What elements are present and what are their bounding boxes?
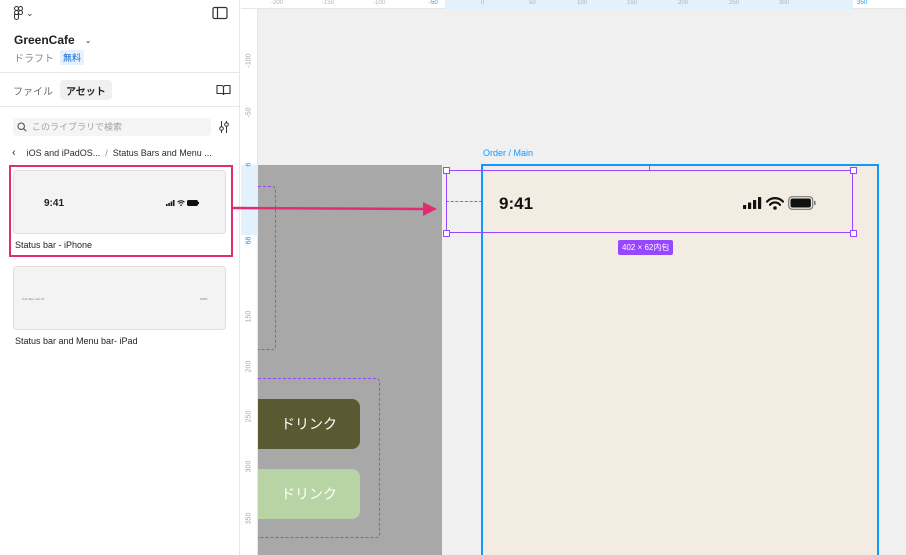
battery-icon (187, 200, 199, 206)
status-bar-time: 9:41 (499, 194, 534, 213)
ruler-label: 250 (729, 0, 740, 6)
back-arrow-icon[interactable]: ‹ (12, 147, 16, 159)
breadcrumb-current: Status Bars and Menu ... (112, 148, 212, 158)
ruler-label: -100 (245, 53, 253, 68)
spacing-guide (446, 201, 482, 202)
ruler-label: 350 (245, 512, 253, 525)
selection-box[interactable] (446, 170, 853, 233)
ruler-label: 6 (245, 162, 253, 167)
ruler-horizontal: -200 -150 -100 -50 0 50 100 150 200 250 … (241, 0, 906, 9)
ruler-label: 68 (245, 236, 253, 245)
divider (0, 72, 240, 73)
asset-preview-time: 9:41 (44, 198, 65, 209)
breadcrumb: ‹ iOS and iPadOS... / Status Bars and Me… (12, 147, 234, 159)
main-frame[interactable] (481, 164, 879, 555)
book-icon[interactable] (216, 84, 231, 96)
chevron-down-icon: ⌄ (84, 35, 92, 45)
resize-handle-top-left[interactable] (443, 167, 450, 174)
drink-button[interactable]: ドリンク (258, 469, 360, 519)
breadcrumb-separator: / (105, 148, 108, 158)
drink-button[interactable]: ドリンク (258, 399, 360, 449)
asset-caption: Status bar and Menu bar- iPad (15, 336, 138, 346)
file-name-menu[interactable]: GreenCafe ⌄ (14, 33, 91, 47)
ruler-label: 350 (857, 0, 868, 6)
resize-handle-bottom-right[interactable] (850, 230, 857, 237)
ruler-label: 100 (577, 0, 588, 6)
ruler-label: 200 (245, 360, 253, 373)
ruler-label: -100 (373, 0, 386, 6)
ruler-label: -50 (429, 0, 438, 6)
signal-icon (743, 197, 762, 209)
sidebar-toggle-icon[interactable] (212, 6, 228, 20)
ruler-label: 0 (481, 0, 485, 6)
file-name: GreenCafe (14, 33, 75, 47)
asset-status-bar-iphone[interactable]: 9:41 (13, 170, 226, 234)
search-icon (17, 122, 27, 132)
annotation-arrow-icon (233, 202, 437, 216)
figma-menu[interactable]: ⌄ (14, 6, 38, 20)
left-sidebar: ⌄ GreenCafe ⌄ ドラフト 無料 ファイル アセット ‹ iOS an… (0, 0, 240, 555)
ruler-vertical: -100 -50 6 68 150 200 250 300 350 (241, 9, 258, 555)
resize-handle-bottom-left[interactable] (443, 230, 450, 237)
ruler-label: 300 (779, 0, 790, 6)
ruler-label: 300 (245, 460, 253, 473)
ruler-label: 250 (245, 410, 253, 423)
figma-logo-icon (14, 6, 23, 20)
ruler-label: 150 (627, 0, 638, 6)
highlight-box (9, 165, 233, 257)
ruler-label: 50 (529, 0, 536, 6)
breadcrumb-parent[interactable]: iOS and iPadOS... (26, 148, 101, 158)
frame-label[interactable]: Order / Main (483, 148, 534, 158)
tab-files[interactable]: ファイル (13, 86, 53, 98)
wifi-icon (177, 200, 185, 206)
auto-layout-outline (258, 378, 380, 538)
ruler-highlight (445, 0, 853, 9)
asset-preview-left: 9:41 Mon Jun 10 (22, 297, 45, 301)
design-canvas[interactable]: -200 -150 -100 -50 0 50 100 150 200 250 … (241, 0, 906, 555)
wifi-icon (766, 196, 784, 210)
tab-assets[interactable]: アセット (60, 80, 112, 100)
asset-caption: Status bar - iPhone (15, 240, 93, 250)
draft-row: ドラフト 無料 (14, 50, 85, 65)
ruler-label: 200 (678, 0, 689, 6)
auto-layout-outline (258, 186, 276, 350)
library-search[interactable] (13, 118, 211, 136)
status-bar-icons (743, 196, 816, 210)
selection-size-badge: 402 × 62内包 (618, 240, 674, 255)
search-input[interactable] (32, 122, 202, 132)
ruler-label: -150 (322, 0, 335, 6)
ruler-label: -200 (271, 0, 284, 6)
ruler-label: 150 (245, 310, 253, 323)
divider (0, 106, 240, 107)
ruler-label: -50 (245, 107, 253, 118)
signal-icon (166, 200, 175, 206)
chevron-down-icon: ⌄ (26, 7, 34, 18)
asset-preview-right: 100% (200, 297, 208, 301)
asset-status-bar-ipad[interactable]: 9:41 Mon Jun 10 100% (13, 266, 226, 330)
filter-icon[interactable] (218, 120, 230, 134)
plan-badge: 無料 (60, 50, 85, 65)
ruler-highlight (241, 165, 258, 235)
resize-handle-top-right[interactable] (850, 167, 857, 174)
draft-label: ドラフト (14, 54, 54, 65)
battery-icon (788, 196, 816, 210)
asset-preview-icons (166, 200, 199, 206)
center-tick (649, 164, 650, 170)
